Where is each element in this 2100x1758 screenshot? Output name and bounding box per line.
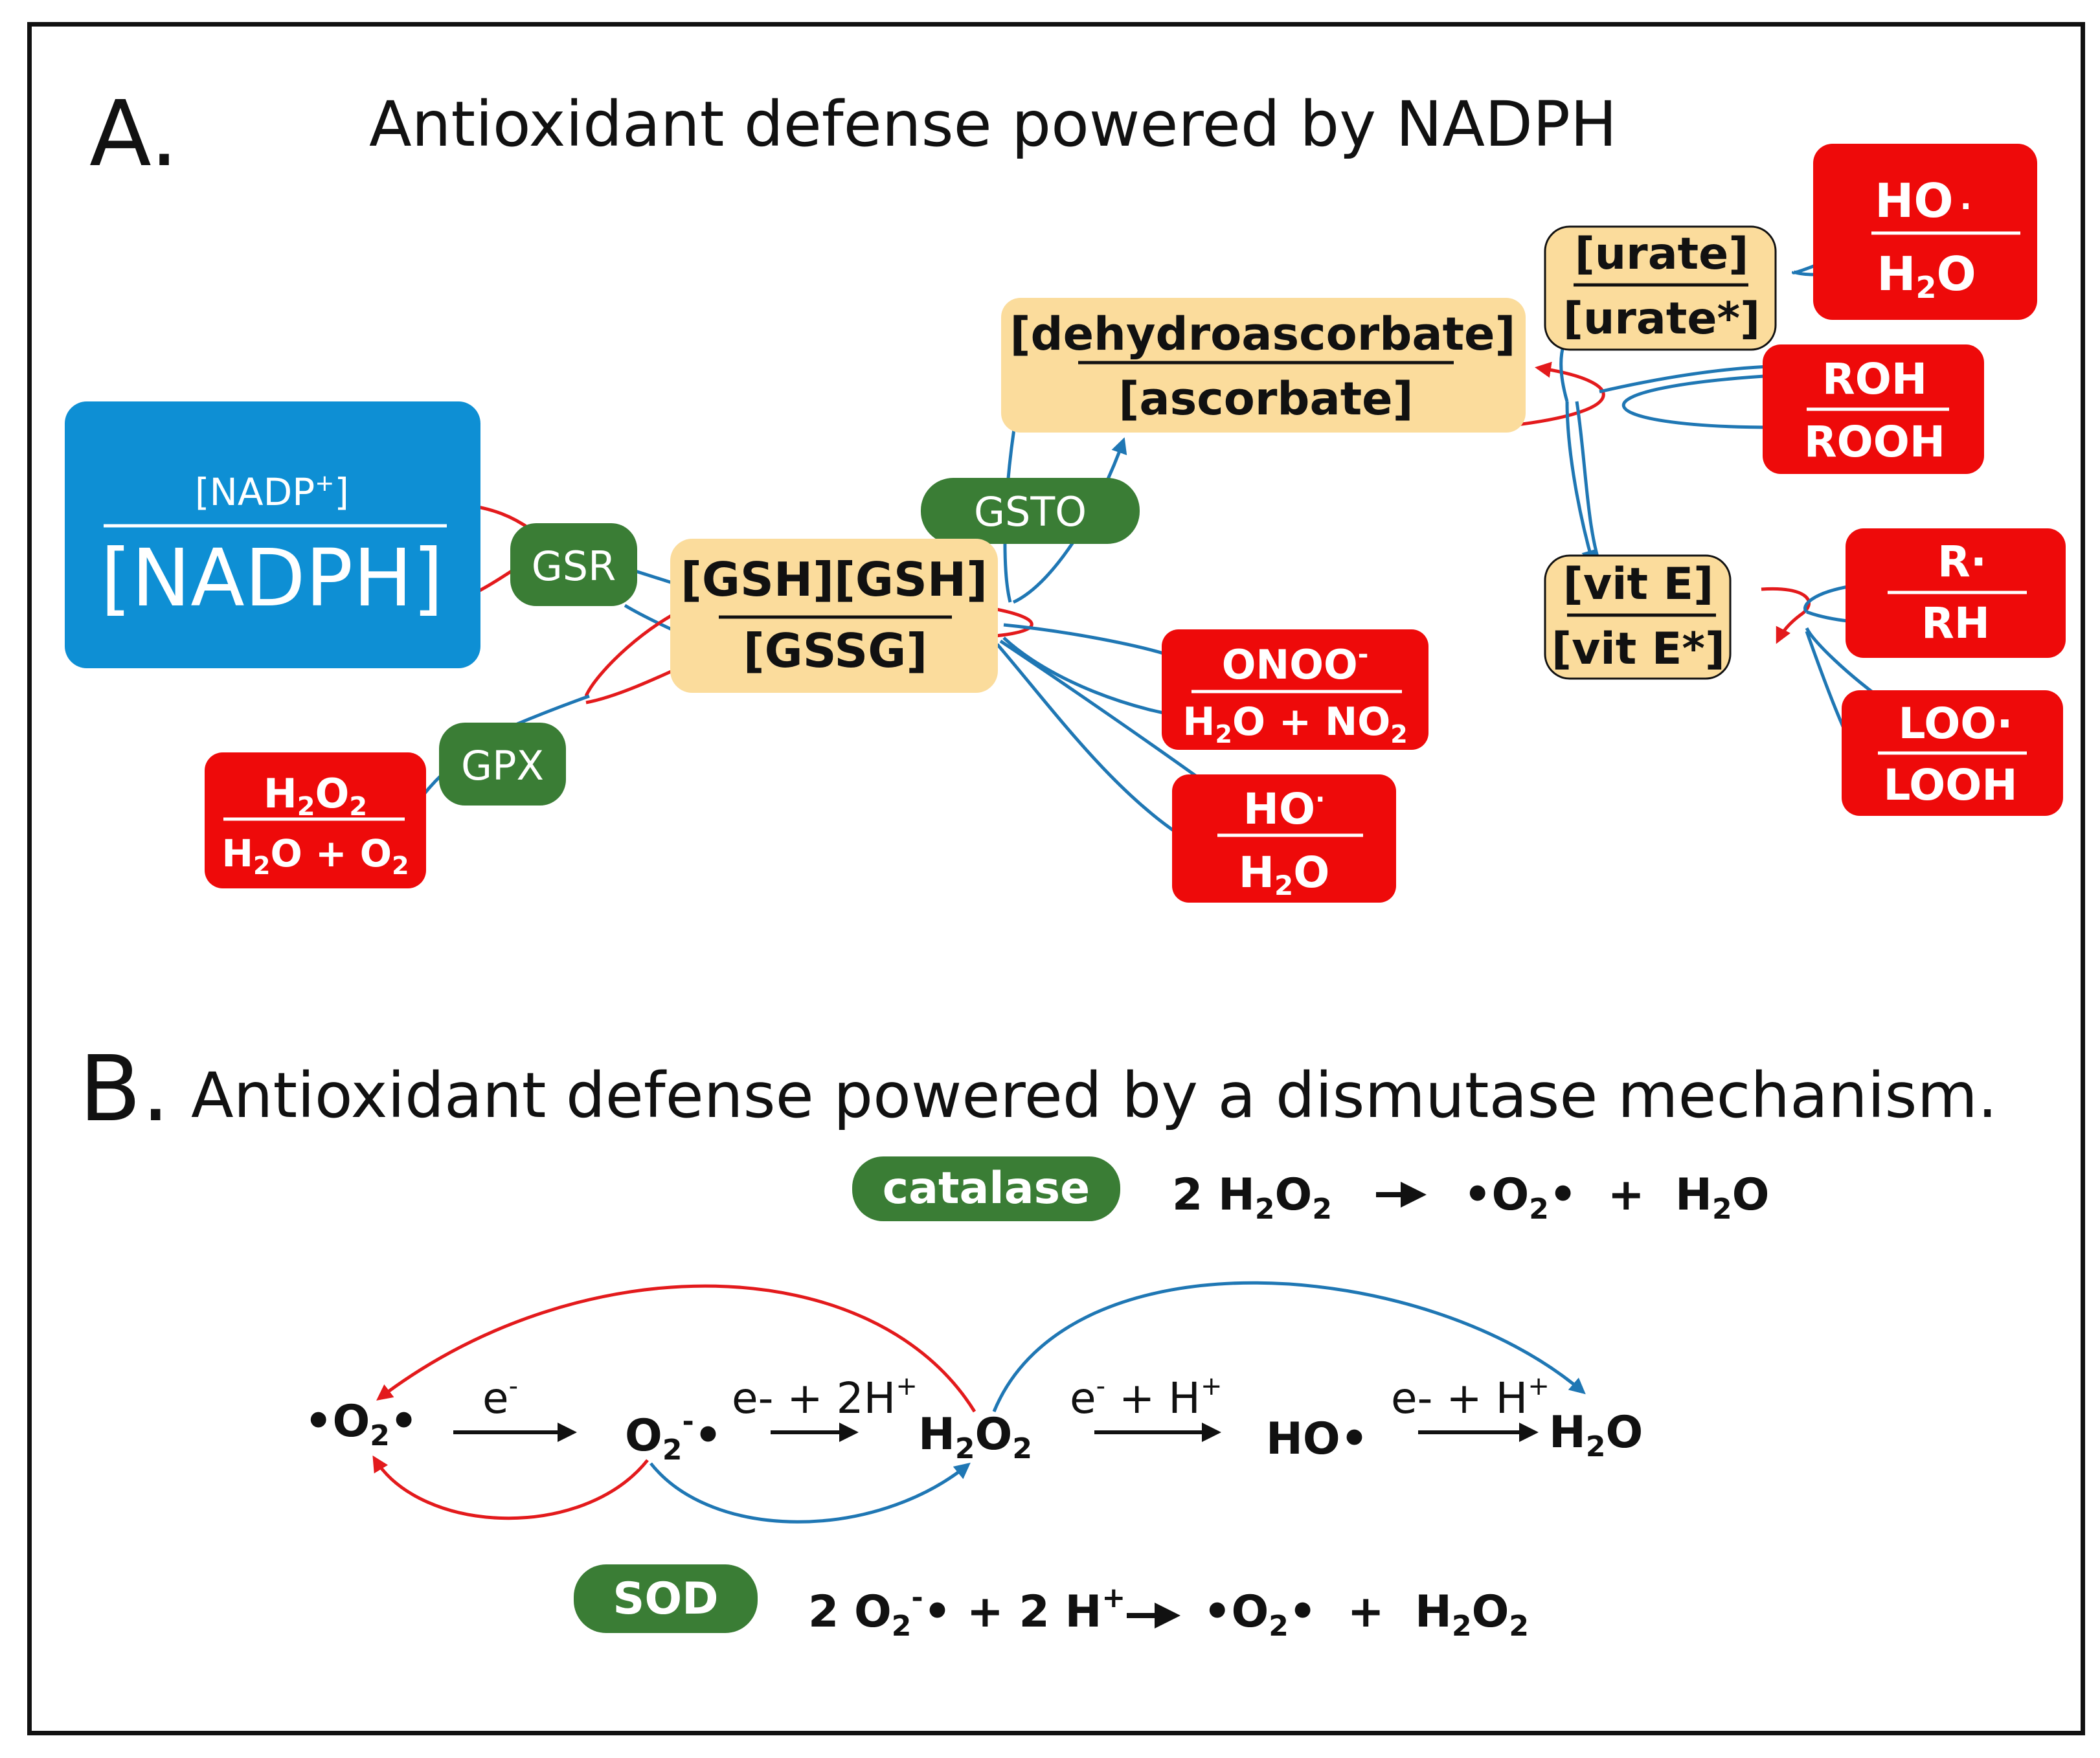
svg-text:GSR: GSR [532, 543, 616, 590]
vite-star-label: [vit E*] [1552, 624, 1725, 675]
panel-b-title: Antioxidant defense powered by a dismuta… [191, 1059, 1998, 1132]
svg-text:ROH: ROH [1822, 354, 1927, 404]
svg-text:•O2• + H2O: •O2• + H2O [1463, 1169, 1769, 1226]
roh-loop-line [1621, 374, 1775, 429]
svg-text:GSTO: GSTO [974, 488, 1087, 535]
svg-text:SOD: SOD [613, 1573, 718, 1625]
chain-arrows [372, 1281, 1586, 1524]
vite-red-loop [1761, 587, 1811, 644]
ascorbate-ratio-box: [dehydroascorbate] [ascorbate] [1001, 298, 1526, 433]
svg-text:HO·: HO· [1875, 174, 1972, 228]
urate-star-label: [urate*] [1563, 293, 1760, 344]
figure-frame [27, 22, 2085, 1735]
ho-ros-box-urate: HO· H2O [1813, 144, 2037, 320]
step4-label: e- + H+ [1391, 1371, 1550, 1423]
svg-text:ONOO-: ONOO- [1222, 640, 1369, 688]
step2-label: e- + 2H+ [732, 1371, 918, 1423]
svg-text:LOOH: LOOH [1883, 760, 2017, 810]
svg-text:2 O2-• + 2 H+: 2 O2-• + 2 H+ [808, 1581, 1125, 1643]
svg-text:2 H2O2: 2 H2O2 [1172, 1169, 1332, 1226]
svg-text:H2O + O2: H2O + O2 [221, 831, 409, 880]
superoxide-to-h2o2-blue-arrow [649, 1462, 971, 1524]
gsh-gssg-ratio-box: [GSH][GSH] [GSSG] [670, 539, 998, 693]
gsh-to-h2o-arrow [996, 643, 1204, 850]
sod-reaction: SOD 2 O2-• + 2 H+ •O2• + H2O2 [574, 1564, 1529, 1643]
ho-species: HO• [1266, 1414, 1368, 1465]
o2-species: •O2• [304, 1396, 418, 1452]
roh-ros-box: ROH ROOH [1763, 344, 1984, 474]
vite-ratio-box: [vit E] [vit E*] [1544, 554, 1732, 680]
r-ros-box: R· RH [1846, 528, 2066, 658]
svg-text:[NADP+]: [NADP+] [195, 470, 349, 514]
svg-text:GPX: GPX [461, 742, 544, 789]
h2o2-ros-box: H2O2 H2O + O2 [205, 752, 426, 888]
dehydroascorbate-label: [dehydroascorbate] [1010, 308, 1515, 361]
svg-text:H2O: H2O [1877, 247, 1976, 305]
h2o2-to-o2-red-arrow [376, 1284, 977, 1413]
gsto-enzyme: GSTO [921, 478, 1140, 544]
sod-enzyme [574, 1564, 758, 1633]
ascorbate-red-loop [1492, 361, 1605, 429]
nadph-ratio-box: [NADP+] [NADPH] [65, 401, 480, 668]
svg-text:•O2• + H2O2: •O2• + H2O2 [1203, 1586, 1529, 1643]
hub-to-vite-arrow [1565, 401, 1598, 567]
svg-text:H2O: H2O [1239, 848, 1330, 901]
svg-text:R·: R· [1937, 537, 1987, 587]
gsr-enzyme: GSR [510, 523, 637, 606]
gpx-enzyme: GPX [439, 723, 566, 806]
step3-label: e- + H+ [1070, 1371, 1222, 1423]
svg-text:RH: RH [1921, 598, 1990, 648]
gsh-to-ho-line [999, 639, 1212, 789]
svg-text:catalase: catalase [883, 1163, 1090, 1214]
onoo-ros-box: ONOO- H2O + NO2 [1162, 629, 1428, 750]
loo-ros-box: LOO· LOOH [1842, 690, 2063, 816]
superoxide-species: O2-• [625, 1405, 722, 1467]
gsh-to-onoo-line [1003, 623, 1166, 656]
h2o-species: H2O [1549, 1407, 1643, 1463]
step1-label: e- [482, 1371, 518, 1423]
svg-text:H2O2: H2O2 [264, 770, 367, 822]
urate-label: [urate] [1575, 229, 1749, 280]
r-to-vite-line [1803, 584, 1853, 613]
panel-a-letter: A. [89, 82, 179, 187]
svg-text:H2O + NO2: H2O + NO2 [1182, 699, 1407, 749]
h2o2-to-h2o-blue-arrow [992, 1281, 1586, 1412]
svg-text:ROOH: ROOH [1804, 417, 1945, 467]
h2o2-species: H2O2 [918, 1409, 1032, 1465]
panel-b-letter: B. [79, 1037, 170, 1142]
gssg-label: [GSSG] [743, 624, 927, 678]
nadph-label: [NADPH] [100, 532, 443, 624]
vite-label: [vit E] [1563, 559, 1713, 610]
svg-text:LOO·: LOO· [1899, 699, 2013, 749]
catalase-enzyme [852, 1156, 1120, 1221]
ascorbate-label: [ascorbate] [1118, 372, 1413, 425]
catalase-reaction: catalase 2 H2O2 •O2• + H2O [852, 1156, 1769, 1226]
urate-ratio-box: [urate] [urate*] [1544, 225, 1777, 351]
panel-a-title: Antioxidant defense powered by NADPH [369, 88, 1617, 161]
svg-text:HO·: HO· [1243, 784, 1326, 834]
superoxide-to-o2-red-arrow [372, 1455, 649, 1520]
gsh-label: [GSH][GSH] [681, 552, 988, 607]
nadp-label: [NADP [195, 470, 315, 514]
ho-ros-box-gsh: HO· H2O [1172, 774, 1396, 903]
